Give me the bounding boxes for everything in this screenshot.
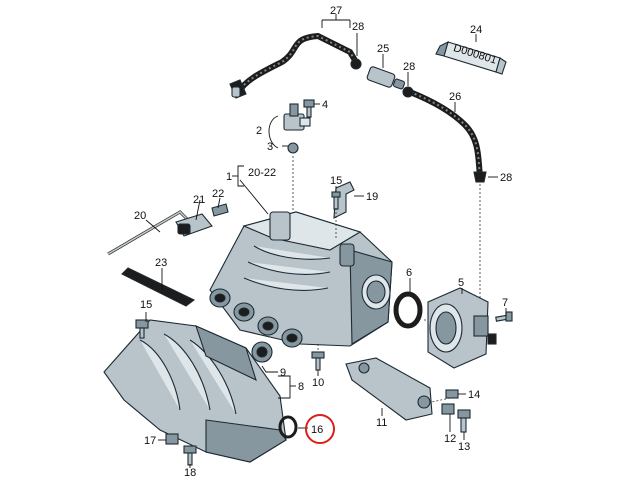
callout-28-top: 28 bbox=[352, 21, 364, 33]
clip-22 bbox=[211, 203, 229, 217]
o-ring-6 bbox=[393, 291, 423, 329]
hose-clamp-28-c bbox=[473, 171, 487, 183]
callout-28-right: 28 bbox=[403, 61, 415, 73]
bolt-15-lower bbox=[135, 319, 149, 339]
non-return-valve-25 bbox=[366, 66, 406, 90]
bracket-19 bbox=[333, 181, 355, 219]
bolt-7 bbox=[495, 311, 513, 322]
callout-3: 3 bbox=[267, 141, 273, 153]
callout-28-lower: 28 bbox=[500, 172, 512, 184]
bolt-10 bbox=[311, 351, 325, 371]
intake-manifold-upper-1 bbox=[209, 211, 393, 348]
callout-23: 23 bbox=[155, 257, 167, 269]
gasket-strip-23 bbox=[121, 267, 196, 307]
gasket-9 bbox=[251, 341, 273, 363]
callout-6: 6 bbox=[406, 267, 412, 279]
callout-26: 26 bbox=[449, 91, 461, 103]
callout-21: 21 bbox=[193, 194, 205, 206]
vacuum-hose-27 bbox=[229, 32, 359, 99]
callout-22: 22 bbox=[212, 188, 224, 200]
bolt-4 bbox=[303, 99, 315, 118]
callout-15-top: 15 bbox=[330, 175, 342, 187]
callout-25: 25 bbox=[377, 43, 389, 55]
vacuum-unit-21 bbox=[175, 213, 213, 237]
bolt-14 bbox=[445, 389, 459, 399]
callout-14: 14 bbox=[468, 389, 480, 401]
callout-7: 7 bbox=[502, 297, 508, 309]
pressure-sensor-2 bbox=[283, 103, 311, 154]
hose-clamp-28-a bbox=[350, 58, 362, 70]
throttle-body-5 bbox=[427, 287, 497, 369]
callout-27: 27 bbox=[330, 5, 342, 17]
nut-12 bbox=[441, 403, 455, 415]
callout-12: 12 bbox=[444, 433, 456, 445]
bolt-17 bbox=[165, 433, 179, 445]
callout-8: 8 bbox=[298, 381, 304, 393]
callout-5: 5 bbox=[458, 277, 464, 289]
support-bracket-11 bbox=[345, 357, 433, 421]
bolt-18 bbox=[183, 445, 197, 466]
highlight-ring bbox=[305, 414, 335, 444]
callout-15-lower: 15 bbox=[140, 299, 152, 311]
callout-4: 4 bbox=[322, 99, 328, 111]
vacuum-hose-26 bbox=[408, 89, 483, 177]
leader-lines bbox=[145, 14, 507, 468]
sealant-tube-24: D000801 bbox=[435, 40, 507, 75]
callout-19: 19 bbox=[366, 191, 378, 203]
callout-11: 11 bbox=[376, 417, 387, 429]
callout-2: 2 bbox=[256, 125, 262, 137]
bolt-13 bbox=[457, 409, 471, 433]
callout-1: 1 bbox=[226, 171, 232, 183]
callout-labels: 27 28 25 28 24 26 28 4 2 3 1 20-22 15 19… bbox=[134, 5, 512, 479]
callout-17: 17 bbox=[144, 435, 156, 447]
callout-13: 13 bbox=[458, 441, 470, 453]
callout-18: 18 bbox=[184, 467, 196, 479]
intake-manifold-lower-8 bbox=[103, 319, 287, 463]
callout-9: 9 bbox=[280, 367, 286, 379]
callout-10: 10 bbox=[312, 377, 324, 389]
linkage-rod-20 bbox=[107, 210, 190, 256]
callout-20-22: 20-22 bbox=[248, 167, 276, 179]
callout-16: 16 bbox=[311, 424, 323, 436]
callout-20: 20 bbox=[134, 210, 146, 222]
hose-clamp-28-b bbox=[402, 86, 414, 98]
o-ring-16 bbox=[278, 415, 298, 439]
callout-24: 24 bbox=[470, 24, 482, 36]
